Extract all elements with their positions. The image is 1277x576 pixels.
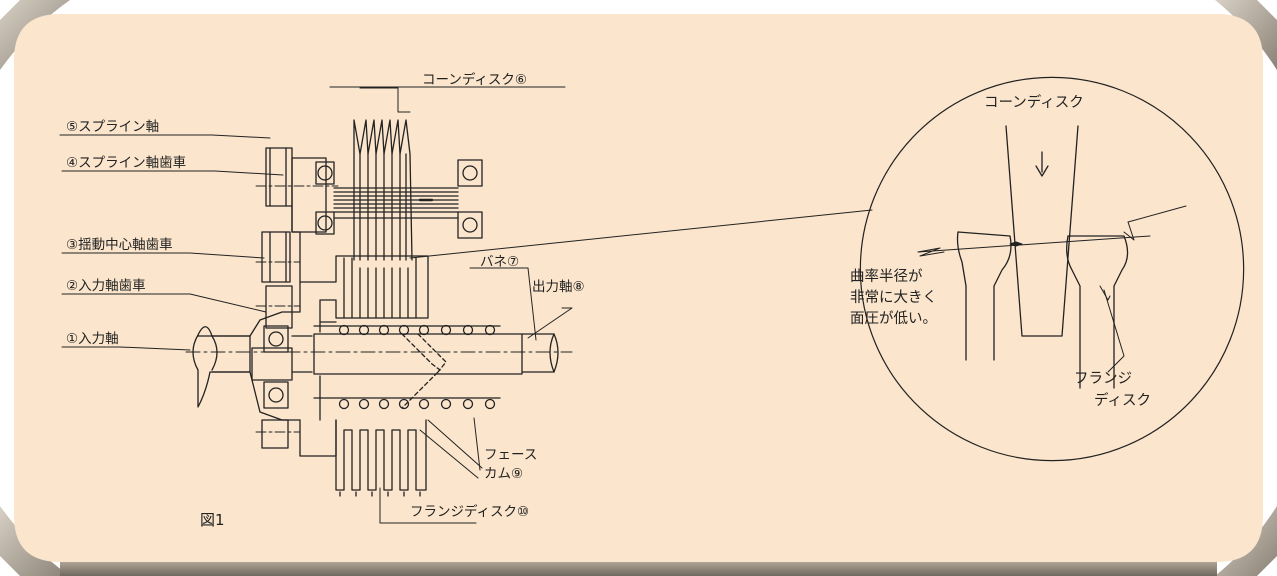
detail-flange-line1: フランジ: [1074, 371, 1132, 387]
frame-corner-tl: [0, 0, 70, 70]
cone-disks: [353, 119, 413, 261]
label-spline-shaft-gear: ④スプライン軸歯車: [66, 155, 187, 171]
bearing-upper-left: [291, 157, 335, 235]
leader-lines: [59, 86, 573, 524]
flange-disks-lower: [335, 419, 427, 497]
detail-view: [859, 76, 1245, 462]
frame-corner-br: [1215, 506, 1277, 576]
spline-shaft: [333, 187, 459, 219]
spring-coils: [338, 324, 496, 410]
input-shaft: [185, 326, 573, 408]
central-hub: [249, 281, 313, 421]
label-output-shaft: 出力軸⑧: [532, 279, 585, 295]
frame-corner-tr: [1215, 0, 1277, 70]
gear-stack: [255, 147, 339, 449]
frame-corner-bl: [0, 506, 70, 576]
face-cam: [401, 333, 447, 409]
flange-housing-upper: [291, 205, 429, 323]
label-spline-shaft: ⑤スプライン軸: [66, 119, 160, 135]
label-face-cam-2: カム⑨: [484, 466, 524, 482]
detail-cone-disk-label: コーンディスク: [984, 95, 1084, 111]
detail-flange-line2: ディスク: [1094, 393, 1151, 409]
frame-bottom-bar: [60, 560, 1217, 576]
label-swing-center-gear: ③揺動中心軸歯車: [66, 237, 173, 253]
detail-note-line2: 非常に大きく: [850, 290, 937, 306]
bearing-upper-right: [457, 159, 483, 239]
panel-background: [14, 14, 1263, 562]
label-flange-disk: フランジディスク⑩: [410, 504, 530, 520]
detail-note-line1: 曲率半径が: [850, 269, 923, 285]
label-face-cam-1: フェース: [484, 447, 538, 463]
label-cone-disk: コーンディスク⑥: [422, 72, 527, 88]
figure-caption: 図1: [200, 511, 225, 529]
detail-leader: [409, 209, 873, 259]
label-input-shaft-gear: ②入力軸歯車: [66, 278, 146, 294]
output-shaft: [299, 321, 559, 457]
label-input-shaft: ①入力軸: [66, 331, 119, 347]
detail-note-line3: 面圧が低い。: [850, 311, 937, 327]
label-spring: バネ⑦: [480, 254, 520, 270]
